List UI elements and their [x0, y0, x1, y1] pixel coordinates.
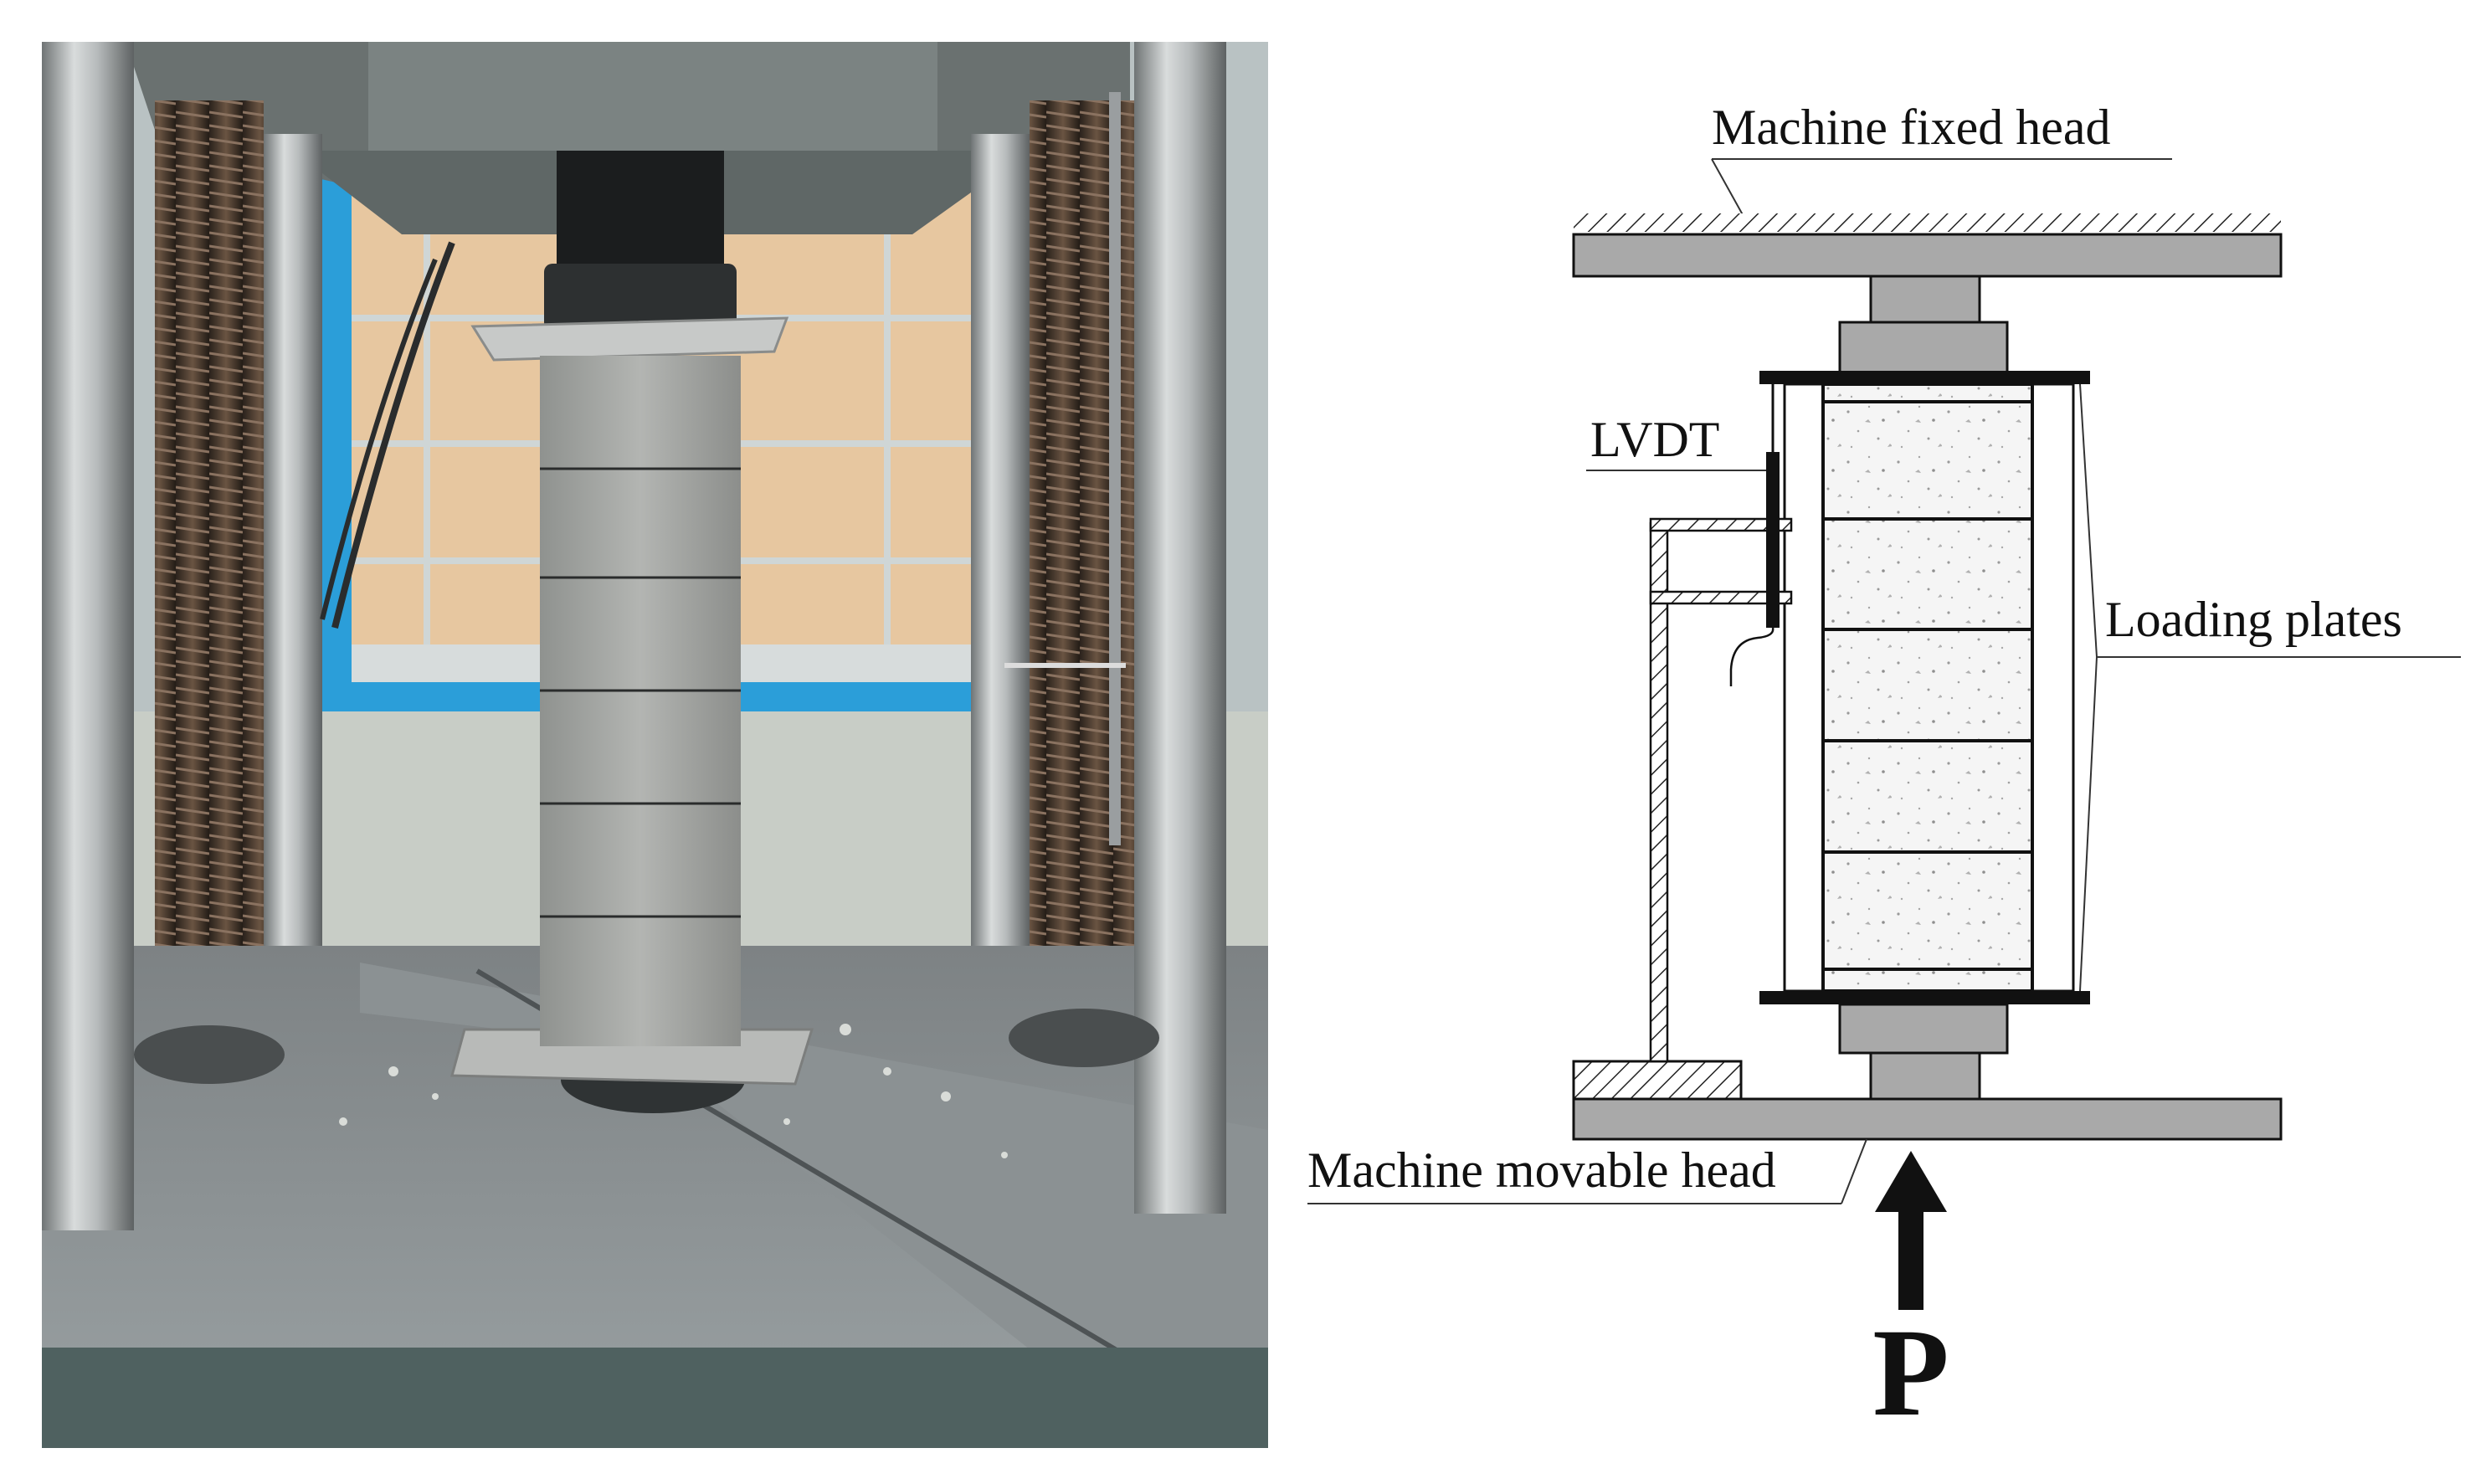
- top-loading-plate: [1759, 371, 2090, 384]
- lvdt-arm-upper: [1649, 517, 1793, 532]
- photo-top-loading-plate: [470, 316, 789, 362]
- machine-column-right: [1134, 42, 1226, 1214]
- label-machine-movable-head: Machine movable head: [1307, 1143, 1776, 1198]
- label-lvdt: LVDT: [1590, 412, 1719, 467]
- threaded-rod-left: [155, 100, 264, 1080]
- test-setup-photo: [42, 42, 1268, 1448]
- label-loading-plates: Loading plates: [2105, 592, 2402, 647]
- label-machine-fixed-head: Machine fixed head: [1712, 100, 2110, 155]
- concrete-specimen: [1821, 383, 2034, 993]
- label-load-p: P: [1872, 1303, 1949, 1442]
- lvdt-sensor: [1766, 452, 1780, 628]
- lvdt-arm-lower: [1649, 590, 1793, 605]
- machine-column-left: [42, 42, 134, 1230]
- load-arrow: [1875, 1151, 1947, 1310]
- concrete-specimen-photo: [540, 356, 741, 1046]
- actuator-ram: [557, 151, 724, 268]
- bottom-loading-plate: [1759, 991, 2090, 1004]
- machine-movable-head: [1572, 1097, 2283, 1141]
- machine-fixed-head: [1572, 233, 2283, 278]
- fixed-support-hatch: [1574, 213, 2281, 232]
- machine-platen: [42, 946, 1268, 1448]
- test-setup-schematic: Machine fixed head: [1289, 0, 2491, 1480]
- lower-loading-block: [1838, 1003, 2009, 1055]
- lvdt-stand-base: [1572, 1060, 1743, 1101]
- upper-loading-block: [1838, 321, 2009, 374]
- threaded-rod-right: [1030, 100, 1138, 1080]
